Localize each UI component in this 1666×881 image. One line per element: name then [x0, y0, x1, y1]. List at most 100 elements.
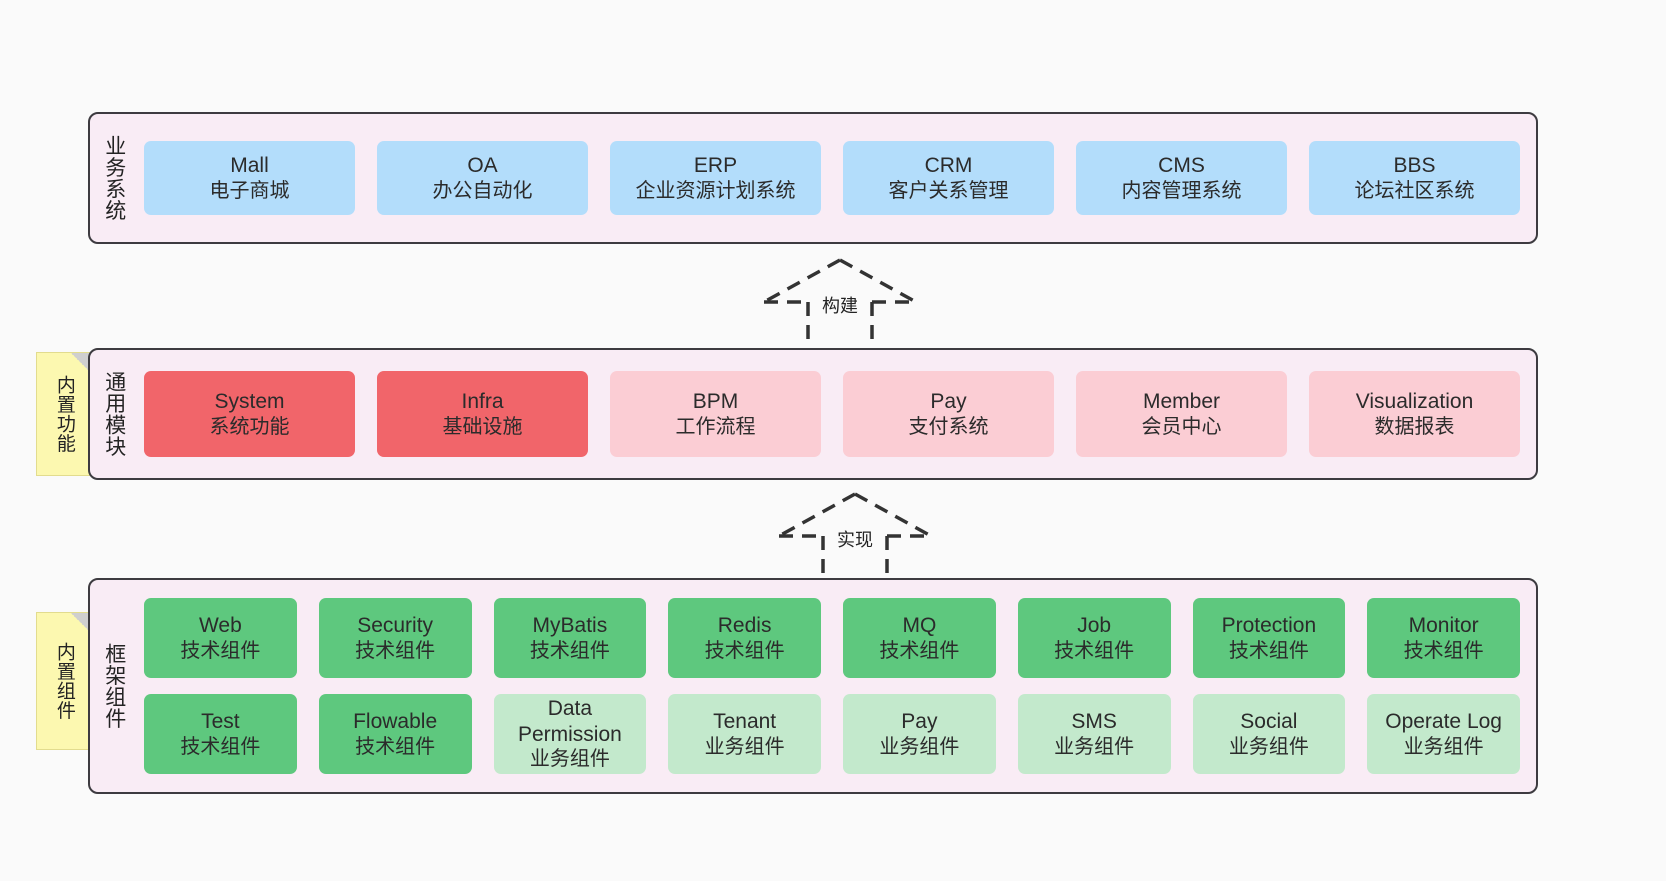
- node-operate-log[interactable]: Operate Log 业务组件: [1367, 694, 1520, 774]
- node-mq[interactable]: MQ 技术组件: [843, 598, 996, 678]
- node-crm-en: CRM: [924, 154, 973, 177]
- node-bpm-cn: 工作流程: [675, 415, 756, 438]
- connector-implement: 实现: [770, 490, 940, 576]
- node-crm-cn: 客户关系管理: [888, 179, 1009, 202]
- node-operate-log-en: Operate Log: [1385, 710, 1502, 733]
- connector-build: 构建: [755, 256, 925, 342]
- node-system-en: System: [214, 390, 285, 413]
- connector-implement-label: 实现: [835, 526, 875, 552]
- layer-title-business: 业务系统: [102, 135, 126, 221]
- row-framework-tech: Web 技术组件 Security 技术组件 MyBatis 技术组件 Redi…: [144, 598, 1520, 678]
- node-security-en: Security: [357, 614, 434, 637]
- node-mall[interactable]: Mall 电子商城: [144, 141, 355, 215]
- layer-framework-components: 框架组件 Web 技术组件 Security 技术组件 MyBatis 技术组件…: [88, 578, 1538, 794]
- node-data-permission-en: Data Permission: [517, 697, 622, 746]
- node-oa[interactable]: OA 办公自动化: [377, 141, 588, 215]
- node-mq-en: MQ: [902, 614, 937, 637]
- node-social-cn: 业务组件: [1228, 735, 1309, 758]
- layer-business-systems: 业务系统 Mall 电子商城 OA 办公自动化 ERP 企业资源计划系统 CRM…: [88, 112, 1538, 244]
- node-mybatis-cn: 技术组件: [529, 639, 610, 662]
- node-member-cn: 会员中心: [1141, 415, 1222, 438]
- node-test-cn: 技术组件: [180, 735, 261, 758]
- layer-body-common: System 系统功能 Infra 基础设施 BPM 工作流程 Pay 支付系统…: [138, 350, 1536, 478]
- node-monitor-en: Monitor: [1408, 614, 1479, 637]
- node-mq-cn: 技术组件: [879, 639, 960, 662]
- node-erp-cn: 企业资源计划系统: [635, 179, 796, 202]
- node-bbs-en: BBS: [1393, 154, 1436, 177]
- node-pay-component-en: Pay: [901, 710, 938, 733]
- node-visualization-cn: 数据报表: [1374, 415, 1455, 438]
- node-job-en: Job: [1077, 614, 1112, 637]
- node-tenant-en: Tenant: [713, 710, 777, 733]
- node-pay-module-en: Pay: [930, 390, 967, 413]
- connector-build-label: 构建: [820, 292, 860, 318]
- node-visualization-en: Visualization: [1355, 390, 1474, 413]
- node-security[interactable]: Security 技术组件: [318, 598, 472, 678]
- node-social-en: Social: [1240, 710, 1298, 733]
- node-erp[interactable]: ERP 企业资源计划系统: [610, 141, 821, 215]
- node-tenant-cn: 业务组件: [704, 735, 785, 758]
- node-flowable-cn: 技术组件: [355, 735, 436, 758]
- note-builtin-component-label: 内置组件: [53, 642, 75, 720]
- node-test-en: Test: [201, 710, 240, 733]
- layer-title-framework: 框架组件: [102, 643, 126, 729]
- node-protection[interactable]: Protection 技术组件: [1192, 598, 1346, 678]
- dashed-generalization-arrow-icon: [778, 492, 932, 576]
- layer-body-business: Mall 电子商城 OA 办公自动化 ERP 企业资源计划系统 CRM 客户关系…: [138, 114, 1536, 242]
- row-common-1: System 系统功能 Infra 基础设施 BPM 工作流程 Pay 支付系统…: [144, 371, 1520, 457]
- node-protection-cn: 技术组件: [1228, 639, 1309, 662]
- layer-common-modules: 通用模块 System 系统功能 Infra 基础设施 BPM 工作流程 Pay…: [88, 348, 1538, 480]
- node-system-cn: 系统功能: [209, 415, 290, 438]
- node-sms[interactable]: SMS 业务组件: [1017, 694, 1171, 774]
- node-social[interactable]: Social 业务组件: [1192, 694, 1346, 774]
- node-system[interactable]: System 系统功能: [144, 371, 355, 457]
- node-pay-module-cn: 支付系统: [908, 415, 989, 438]
- node-cms[interactable]: CMS 内容管理系统: [1076, 141, 1287, 215]
- node-security-cn: 技术组件: [355, 639, 436, 662]
- node-member-en: Member: [1142, 390, 1221, 413]
- node-infra[interactable]: Infra 基础设施: [377, 371, 588, 457]
- node-web-cn: 技术组件: [180, 639, 261, 662]
- node-member[interactable]: Member 会员中心: [1076, 371, 1287, 457]
- layer-body-framework: Web 技术组件 Security 技术组件 MyBatis 技术组件 Redi…: [138, 580, 1536, 792]
- node-cms-en: CMS: [1158, 154, 1205, 177]
- row-business-1: Mall 电子商城 OA 办公自动化 ERP 企业资源计划系统 CRM 客户关系…: [144, 141, 1520, 215]
- node-monitor-cn: 技术组件: [1403, 639, 1484, 662]
- node-mall-cn: 电子商城: [209, 179, 290, 202]
- note-builtin-component: 内置组件: [36, 612, 92, 750]
- node-flowable[interactable]: Flowable 技术组件: [318, 694, 472, 774]
- node-visualization[interactable]: Visualization 数据报表: [1309, 371, 1520, 457]
- node-mybatis-en: MyBatis: [532, 614, 608, 637]
- node-mall-en: Mall: [230, 154, 269, 177]
- node-protection-en: Protection: [1221, 614, 1317, 637]
- node-tenant[interactable]: Tenant 业务组件: [668, 694, 821, 774]
- node-sms-cn: 业务组件: [1054, 735, 1135, 758]
- node-job[interactable]: Job 技术组件: [1017, 598, 1171, 678]
- node-infra-cn: 基础设施: [442, 415, 523, 438]
- node-bbs-cn: 论坛社区系统: [1354, 179, 1475, 202]
- node-pay-component[interactable]: Pay 业务组件: [843, 694, 996, 774]
- node-flowable-en: Flowable: [353, 710, 438, 733]
- node-bbs[interactable]: BBS 论坛社区系统: [1309, 141, 1520, 215]
- layer-title-common: 通用模块: [102, 371, 126, 457]
- node-data-permission-cn: 业务组件: [529, 748, 610, 771]
- node-redis[interactable]: Redis 技术组件: [668, 598, 821, 678]
- node-redis-cn: 技术组件: [704, 639, 785, 662]
- node-data-permission[interactable]: Data Permission 业务组件: [493, 694, 647, 774]
- node-crm[interactable]: CRM 客户关系管理: [843, 141, 1054, 215]
- node-job-cn: 技术组件: [1054, 639, 1135, 662]
- node-bpm[interactable]: BPM 工作流程: [610, 371, 821, 457]
- node-sms-en: SMS: [1071, 710, 1117, 733]
- node-monitor[interactable]: Monitor 技术组件: [1367, 598, 1520, 678]
- node-test[interactable]: Test 技术组件: [144, 694, 297, 774]
- node-web[interactable]: Web 技术组件: [144, 598, 297, 678]
- node-cms-cn: 内容管理系统: [1121, 179, 1242, 202]
- dashed-generalization-arrow-icon: [763, 258, 917, 342]
- node-infra-en: Infra: [461, 390, 504, 413]
- node-pay-module[interactable]: Pay 支付系统: [843, 371, 1054, 457]
- node-mybatis[interactable]: MyBatis 技术组件: [493, 598, 647, 678]
- node-web-en: Web: [198, 614, 242, 637]
- node-redis-en: Redis: [717, 614, 772, 637]
- note-builtin-function-label: 内置功能: [53, 375, 75, 453]
